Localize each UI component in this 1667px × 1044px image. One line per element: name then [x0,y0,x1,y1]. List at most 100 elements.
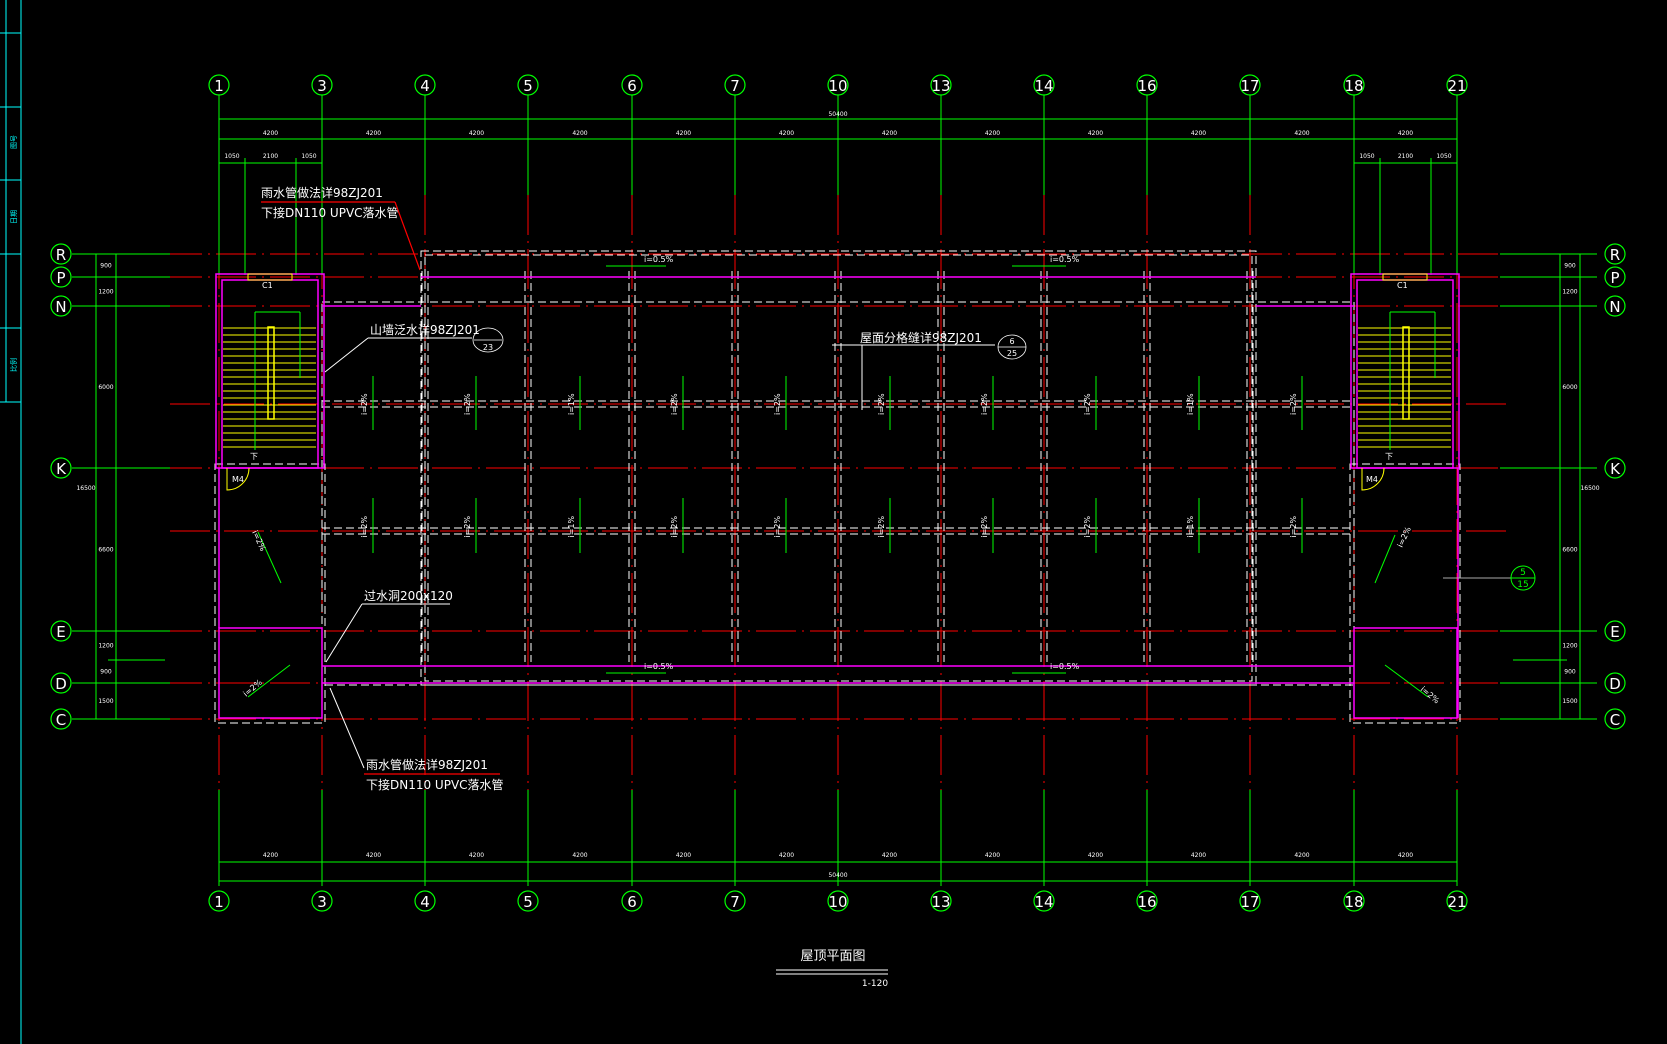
grid-bubble-circle [621,74,643,96]
grid-bubble-circle [930,890,952,912]
grid-bubble-label: E [56,623,65,641]
grid-bubble-row-right: N [1604,295,1626,317]
grid-bubble-circle [1446,890,1468,912]
grid-bubble-circle [311,74,333,96]
rain-pipe-bottom-line2: 下接DN110 UPVC落水管 [366,777,504,792]
dim-side: 900 [1564,669,1576,676]
rain-pipe-note-line2: 下接DN110 UPVC落水管 [261,205,399,220]
door-label-right: M4 [1366,475,1378,484]
wall-stair-left [215,273,325,469]
grid-bubble-row-left: R [50,243,72,265]
dim-bay-bottom: 4200 [1191,852,1206,859]
grid-bubble-circle [1033,74,1055,96]
dim-sub: 1050 [1436,153,1451,160]
grid-bubble-label: 4 [420,77,430,95]
rain-pipe-bottom-line1: 雨水管做法详98ZJ201 [366,757,488,772]
dim-bay-top: 4200 [985,130,1000,137]
slope-arrow-diagonal [247,664,291,698]
rain-pipe-note-line1: 雨水管做法详98ZJ201 [261,185,383,200]
grid-bubble-column-top: 6 [621,74,643,96]
grid-bubble-column-bottom: 5 [517,890,539,912]
detail-ref-top: 5 [1520,568,1526,578]
grid-bubble-circle [414,74,436,96]
title-block-labels: 图号 日期 比例 [9,135,18,372]
window [1382,273,1428,281]
dim-bay-top: 4200 [366,130,381,137]
grid-bubble-circle [50,620,72,642]
grid-bubble-label: C [56,711,66,729]
grid-bubble-column-top: 4 [414,74,436,96]
grid-bubble-label: 1 [214,77,224,95]
grid-bubble-label: 14 [1034,77,1053,95]
grid-bubble-circle [517,890,539,912]
annotation-rain-pipe-bottom: 雨水管做法详98ZJ201 下接DN110 UPVC落水管 [329,687,504,792]
slope-label: i=2% [773,515,782,537]
dim-side: 900 [100,669,112,676]
wall-right-lower [1353,627,1458,719]
grid-bubble-column-bottom: 7 [724,890,746,912]
grid-bubble-label: 3 [317,893,327,911]
wall-stair-right [1350,273,1460,469]
grid-bubble-column-bottom: 10 [827,890,849,912]
grid-bubble-column-top: 17 [1239,74,1261,96]
dim-side: 1200 [1562,289,1577,296]
dim-side: 6600 [1562,547,1577,554]
grid-bubble-column-bottom: 17 [1239,890,1261,912]
grid-bubble-label: P [1610,269,1619,287]
window-label-right: C1 [1397,281,1408,290]
dim-side-total: 16500 [76,485,95,492]
grid-bubble-circle [1604,457,1626,479]
dim-side: 900 [1564,263,1576,270]
dim-side: 1500 [1562,698,1577,705]
window-label-left: C1 [262,281,273,290]
stair-down-left: 下 [250,452,258,461]
grid-bubble-row-left: N [50,295,72,317]
grid-bubble-row-left: E [50,620,72,642]
grid-bubble-circle [1343,890,1365,912]
stair-handrail [1402,326,1410,420]
grid-bubble-column-bottom: 1 [208,890,230,912]
parapet-left-wing [214,463,326,724]
grid-bubble-column-bottom: 14 [1033,890,1055,912]
title-block-label: 比例 [9,358,18,372]
slope-label: i=2% [877,515,886,537]
grid-bubble-label: 6 [627,77,637,95]
grid-bubble-circle [1604,672,1626,694]
gable-flashing-note: 山墙泛水详98ZJ201 [370,322,480,337]
grid-bubble-label: 13 [931,77,950,95]
dim-side: 900 [100,263,112,270]
slope-label: i=2% [463,515,472,537]
dim-bay-top: 4200 [1398,130,1413,137]
dim-sub: 2100 [1398,153,1413,160]
grid-bubble-circle [827,74,849,96]
grid-bubble-row-right: K [1604,457,1626,479]
grid-bubble-circle [1136,890,1158,912]
grid-bubble-label: 18 [1344,893,1363,911]
grid-bubble-circle [724,74,746,96]
detail-ref-bubble: 5 15 [1443,565,1536,591]
grid-bubble-column-top: 14 [1033,74,1055,96]
title-block-label: 图号 [10,135,18,149]
gutter-slope-label: i=0.5% [1050,255,1080,264]
dim-side-total: 16500 [1580,485,1599,492]
grid-bubble-column-bottom: 21 [1446,890,1468,912]
parapet-main [420,250,1257,686]
dim-bay-top: 4200 [779,130,794,137]
grid-bubble-column-bottom: 6 [621,890,643,912]
grid-bubble-label: 5 [523,77,533,95]
stairs [223,273,1451,491]
parapet-center [321,301,1355,686]
annotation-gable-flashing: 山墙泛水详98ZJ201 23 [324,322,504,373]
dim-bay-bottom: 4200 [1398,852,1413,859]
slope-label: i=2% [1419,685,1442,706]
grid-bubble-label: 6 [627,893,637,911]
grid-bubble-row-right: P [1604,266,1626,288]
dim-bay-bottom: 4200 [366,852,381,859]
grid-bubble-label: 7 [730,893,740,911]
grid-bubble-row-right: E [1604,620,1626,642]
grid-bubble-label: D [55,675,67,693]
dim-bay-top: 4200 [1088,130,1103,137]
dim-sub: 1050 [301,153,316,160]
grid-bubble-circle [50,295,72,317]
gutter-slope-label: i=0.5% [644,255,674,264]
